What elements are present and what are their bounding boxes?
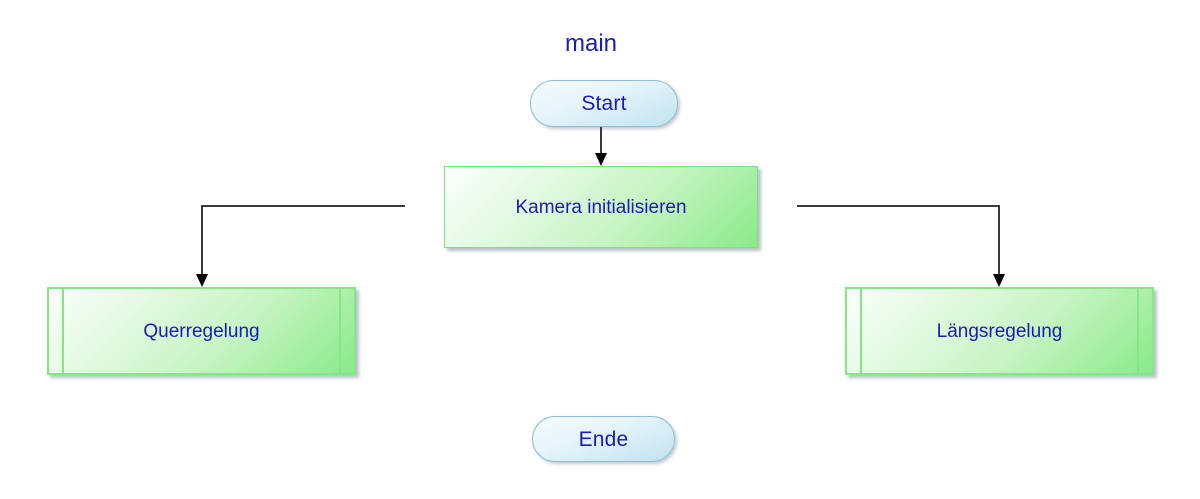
node-start[interactable]: Start (530, 80, 678, 127)
connector-start-to-init-arrowhead (595, 153, 607, 166)
connector-init-to-lateral-horizontal (202, 205, 405, 207)
connector-init-to-lateral-arrowhead (196, 274, 208, 287)
node-kamera-initialisieren[interactable]: Kamera initialisieren (444, 166, 758, 248)
node-start-label: Start (581, 92, 627, 115)
subroutine-left-bar-icon (62, 289, 64, 373)
node-querregelung[interactable]: Querregelung (47, 287, 356, 375)
connector-init-to-longitudinal-vertical (998, 205, 1000, 275)
node-kamera-initialisieren-label: Kamera initialisieren (515, 196, 687, 218)
node-ende[interactable]: Ende (532, 416, 675, 462)
connector-init-to-lateral-vertical (201, 205, 203, 275)
diagram-title: main (565, 30, 618, 57)
node-ende-label: Ende (578, 427, 629, 451)
connector-init-to-longitudinal-arrowhead (993, 274, 1005, 287)
subroutine-right-bar-icon (339, 289, 341, 373)
subroutine-right-bar-icon (1137, 289, 1139, 373)
subroutine-left-bar-icon (860, 289, 862, 373)
node-querregelung-label: Querregelung (143, 320, 260, 342)
node-laengsregelung-label: Längsregelung (936, 320, 1063, 342)
node-laengsregelung[interactable]: Längsregelung (845, 287, 1154, 375)
connector-init-to-longitudinal-horizontal (797, 205, 1000, 207)
connector-start-to-init-line (600, 127, 602, 154)
